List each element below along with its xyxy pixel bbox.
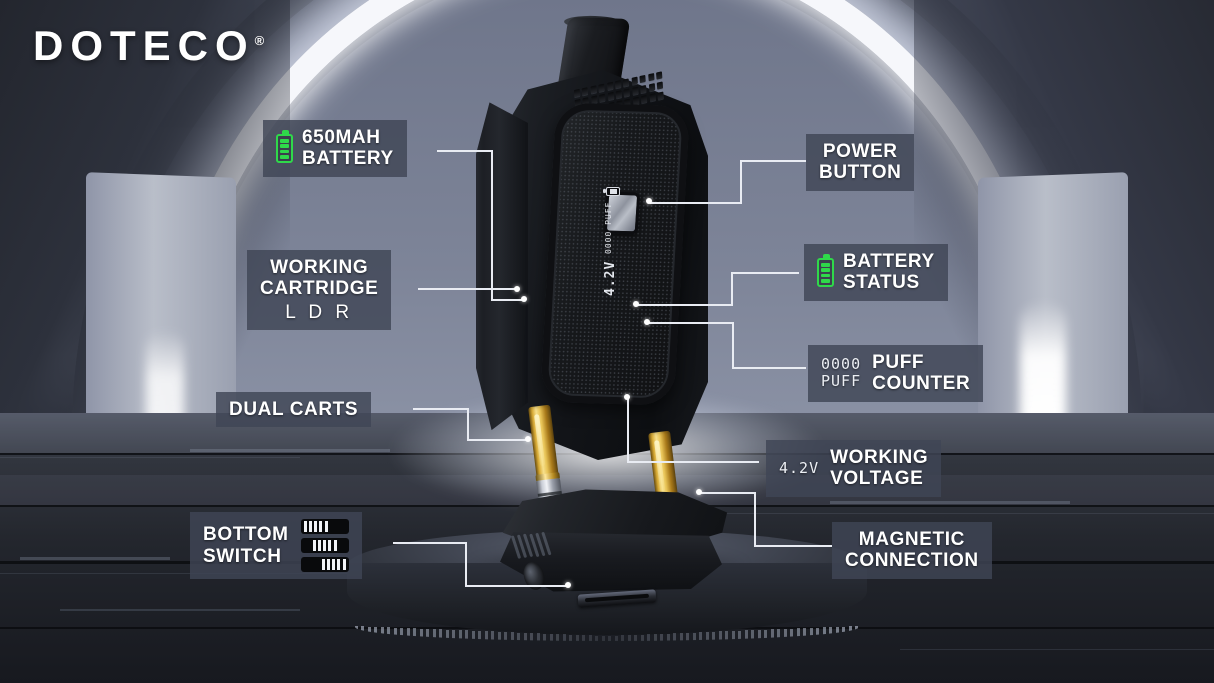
label-battery-capacity-line1: 650MAH <box>302 127 381 148</box>
label-magnetic-connection: MAGNETIC CONNECTION <box>832 522 992 579</box>
display-battery-icon <box>602 187 621 196</box>
label-battery-status-line1: BATTERY <box>843 251 935 272</box>
pedestal-ridges <box>355 625 859 641</box>
magnetic-base-unit <box>482 488 740 608</box>
leader-line-working-cartridge <box>418 286 538 314</box>
leader-line-power-button <box>646 160 810 204</box>
label-magnetic-connection-line2: CONNECTION <box>845 550 979 572</box>
leader-line-magnetic-connection <box>696 489 836 548</box>
device-body-side <box>476 102 528 431</box>
leader-line-bottom-switch <box>393 542 573 588</box>
label-bottom-switch: BOTTOM SWITCH <box>190 512 362 579</box>
leader-line-working-voltage <box>624 394 763 464</box>
label-working-voltage-line1: WORKING <box>830 447 929 468</box>
vape-device: 0000 PUFF 4.2V <box>470 14 760 618</box>
label-working-cartridge: WORKING CARTRIDGE L D R <box>247 250 392 330</box>
puff-counter-value: 0000 <box>821 355 862 374</box>
leader-line-dual-carts <box>413 408 543 442</box>
trademark-symbol: ® <box>254 33 265 48</box>
label-bottom-switch-line2: SWITCH <box>203 545 282 567</box>
puff-counter-unit: PUFF <box>821 372 862 391</box>
display-voltage-readout: 4.2V <box>603 260 618 296</box>
label-puff-counter-line1: PUFF <box>872 352 925 373</box>
label-magnetic-connection-line1: MAGNETIC <box>858 529 965 550</box>
leader-line-puff-counter <box>644 319 810 369</box>
device-display: 0000 PUFF 4.2V <box>602 160 644 296</box>
label-battery-capacity: 650MAH BATTERY <box>263 120 407 177</box>
brand-logo: DOTECO® <box>33 22 264 70</box>
label-dual-carts: DUAL CARTS <box>216 392 372 428</box>
label-battery-status-line2: STATUS <box>843 272 920 294</box>
label-puff-counter-line2: COUNTER <box>872 373 971 395</box>
label-power-button-line1: POWER <box>822 141 898 162</box>
display-puff-readout: 0000 PUFF <box>604 201 613 254</box>
label-puff-counter: 0000 PUFF PUFF COUNTER <box>808 345 984 402</box>
battery-icon <box>817 253 834 287</box>
puff-counter-readout: 0000 PUFF <box>821 356 861 390</box>
leader-line-battery-capacity <box>437 150 527 306</box>
label-battery-status: BATTERY STATUS <box>804 244 948 301</box>
charging-port <box>577 589 657 608</box>
switch-positions-icon <box>300 519 349 572</box>
label-working-cartridge-line1: WORKING <box>270 257 369 278</box>
label-working-cartridge-line2: CARTRIDGE <box>260 278 379 300</box>
working-voltage-readout: 4.2V <box>779 458 820 477</box>
label-working-cartridge-modes: L D R <box>285 301 354 323</box>
label-power-button: POWER BUTTON <box>806 134 915 191</box>
label-power-button-line2: BUTTON <box>819 162 902 184</box>
label-working-voltage-line2: VOLTAGE <box>830 468 924 490</box>
leader-line-battery-status <box>633 272 803 307</box>
label-working-voltage: 4.2V WORKING VOLTAGE <box>766 440 942 497</box>
label-battery-capacity-line2: BATTERY <box>302 148 394 170</box>
brand-name: DOTECO <box>33 22 255 69</box>
label-dual-carts-text: DUAL CARTS <box>229 399 359 420</box>
battery-icon <box>276 129 293 163</box>
label-bottom-switch-line1: BOTTOM <box>203 524 289 546</box>
